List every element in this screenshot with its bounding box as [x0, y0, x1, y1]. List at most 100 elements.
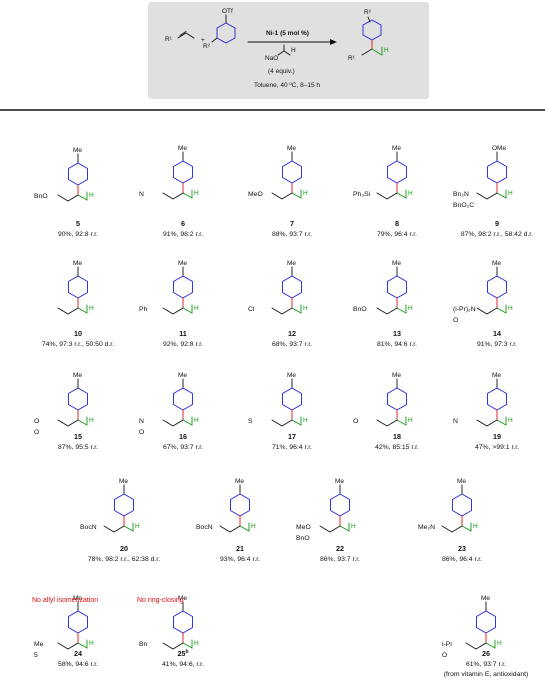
alkyl-chain: [319, 525, 341, 533]
aryl-ring: [68, 162, 88, 186]
hydrogen-label: H: [508, 417, 513, 424]
yield-ratio: 79%, 96:4 r.r.: [377, 231, 417, 238]
aryl-ring: [487, 387, 507, 411]
para-substituent-label: Me: [178, 372, 187, 379]
new-c-h-bond: [123, 522, 134, 532]
alkyl-chain: [376, 419, 398, 427]
hydrogen-label: H: [89, 640, 94, 647]
compound-number: 22: [336, 544, 344, 553]
substituent-label: BocN: [80, 524, 97, 531]
hydrogen-label: H: [508, 305, 513, 312]
yield-ratio: 47%, >99:1 r.r.: [475, 444, 519, 451]
alkyl-chain: [271, 192, 293, 200]
yield-ratio: 67%, 93:7 r.r.: [163, 444, 203, 451]
alkyl-chain: [376, 192, 398, 200]
substituent-label: MeO: [296, 524, 311, 531]
new-c-h-bond: [496, 189, 507, 199]
compound-number: 18: [393, 432, 401, 441]
para-substituent-label: Me: [492, 372, 501, 379]
compound-number: 17: [288, 432, 296, 441]
compound-number: 12: [288, 329, 296, 338]
hydrogen-label: H: [303, 305, 308, 312]
hydrogen-label: H: [303, 417, 308, 424]
yield-ratio: 93%, 96:4 r.r.: [220, 556, 260, 563]
substituent-label: Cl: [248, 306, 255, 313]
substituent-label-2: O: [139, 429, 144, 436]
compound-number: 6: [181, 219, 185, 228]
para-substituent-label: Me: [178, 595, 187, 602]
hydrogen-label: H: [251, 523, 256, 530]
hydrogen-label: H: [408, 305, 413, 312]
new-c-h-bond: [496, 304, 507, 314]
alkyl-chain: [476, 192, 498, 200]
product-r1-label: R¹: [348, 55, 356, 62]
product-r2-label: R²: [364, 9, 372, 16]
base-equiv: (4 equiv.): [268, 68, 295, 75]
substituent-label: BnO: [353, 306, 367, 313]
reaction-scheme: R¹ + OTf R² Ni-1 (5 mol %) NaO H (4 equi…: [148, 2, 429, 99]
compound-number: 23: [458, 544, 466, 553]
new-c-h-bond: [239, 522, 250, 532]
substituent-label: (i-Pr)₂N: [453, 306, 476, 313]
yield-ratio: 81%, 94:6 r.r.: [377, 341, 417, 348]
compound-number: 13: [393, 329, 401, 338]
alkyl-chain: [162, 307, 184, 315]
substituent-label-2: 5: [34, 652, 38, 659]
yield-ratio: 87%, 98:2 r.r., 58:42 d.r.: [461, 231, 533, 238]
alkyl-chain: [465, 642, 487, 650]
substituent-label: N: [139, 191, 144, 198]
para-substituent-label: OMe: [492, 145, 506, 152]
aryl-ring: [173, 387, 193, 411]
para-substituent-label: Me: [287, 260, 296, 267]
aryl-ring: [68, 387, 88, 411]
alkyl-chain: [219, 525, 241, 533]
compound-number: 15: [74, 432, 82, 441]
alkyl-chain: [376, 307, 398, 315]
substituent-label: S: [248, 418, 253, 425]
new-c-h-bond: [461, 522, 472, 532]
alkyl-chain: [441, 525, 463, 533]
substituent-label: Me: [34, 641, 44, 648]
base-label: NaO: [265, 55, 278, 62]
aryl-ring: [282, 387, 302, 411]
alkyl-chain: [271, 419, 293, 427]
para-substituent-label: Me: [481, 595, 490, 602]
product-h-label: H: [384, 47, 389, 54]
compound-number: 20: [120, 544, 128, 553]
hydrogen-label: H: [89, 192, 94, 199]
yield-ratio: 42%, 85:15 r.r.: [375, 444, 419, 451]
substituent-label: N: [139, 418, 144, 425]
new-c-h-bond: [77, 639, 88, 649]
compound-number: 14: [493, 329, 501, 338]
compound-number: 8: [395, 219, 399, 228]
para-substituent-label: Me: [392, 260, 401, 267]
substituent-label: MeO: [248, 191, 263, 198]
substituent-label-2: O: [453, 317, 458, 324]
substituent-label-2: BnO₂C: [453, 202, 474, 209]
hydrogen-label: H: [194, 190, 199, 197]
substituent-label: N: [453, 418, 458, 425]
compound-number: 7: [290, 219, 294, 228]
new-c-h-bond: [291, 416, 302, 426]
hydrogen-label: H: [408, 417, 413, 424]
aryl-triflate-ring: [216, 22, 236, 44]
alkyl-chain: [57, 194, 79, 202]
catalyst-label: Ni-1 (5 mol %): [266, 30, 309, 37]
compound-number: 10: [74, 329, 82, 338]
yield-ratio: 91%, 98:2 r.r.: [163, 231, 203, 238]
compound-number: 25b: [177, 649, 188, 658]
aryl-ring: [487, 275, 507, 299]
yield-ratio: 87%, 95:5 r.r.: [58, 444, 98, 451]
